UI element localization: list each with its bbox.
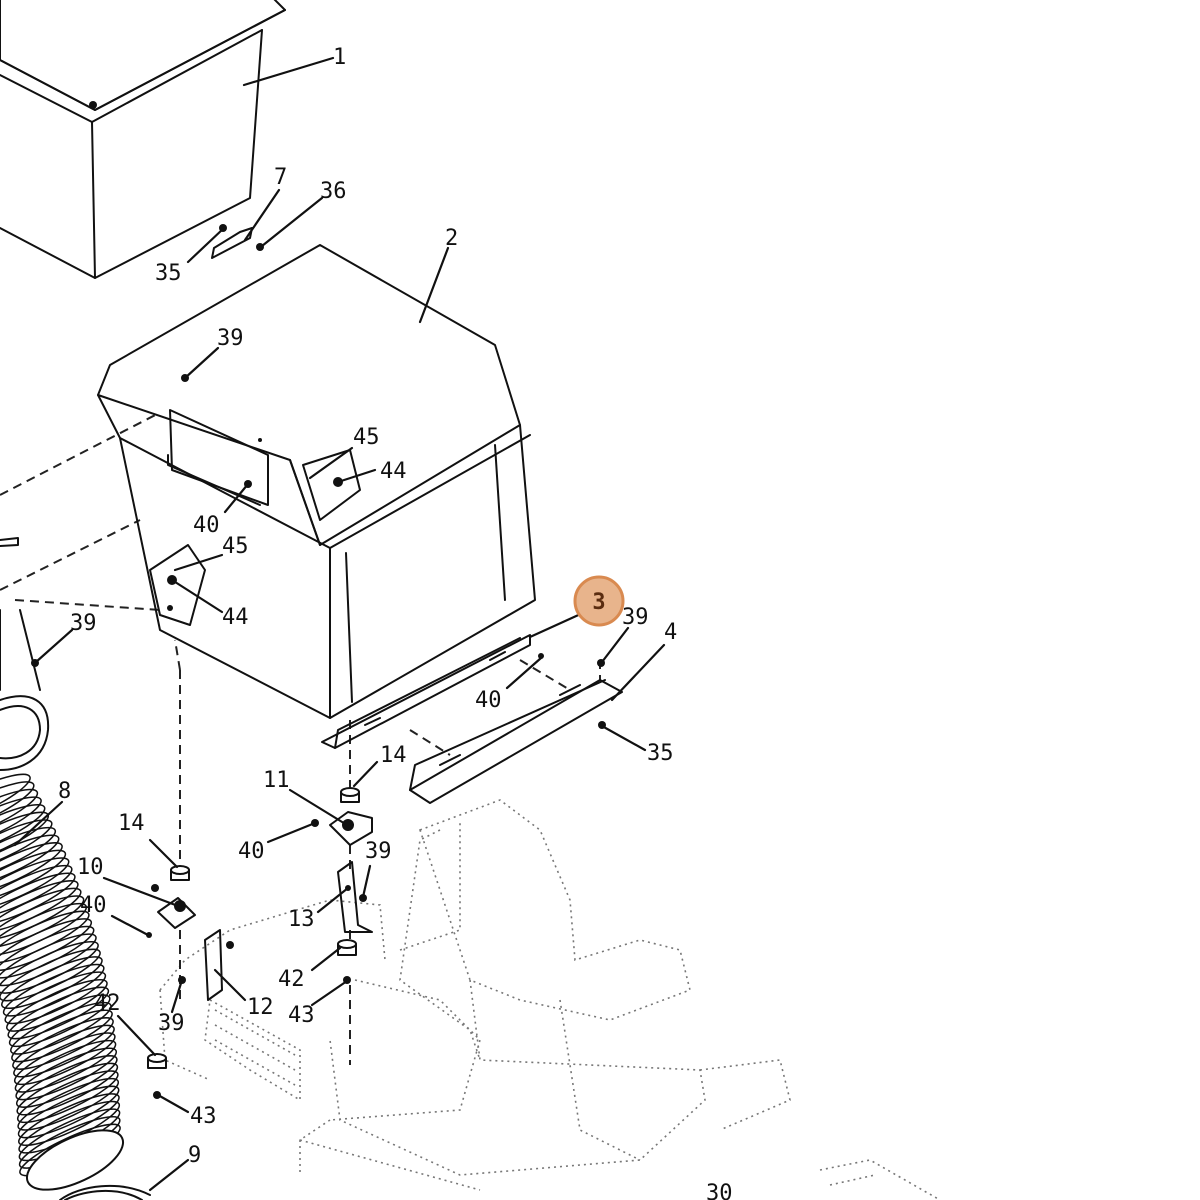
- part-label-39: 39: [158, 1011, 185, 1036]
- bracket-12: [178, 929, 234, 1001]
- chute-tube: [0, 537, 50, 771]
- part-label-9: 9: [188, 1143, 201, 1168]
- hose-ridge: [0, 796, 42, 850]
- part-label-1: 1: [333, 45, 346, 70]
- hose-ridge: [0, 940, 99, 994]
- hose-ridge: [0, 933, 97, 987]
- bracket-7: [211, 224, 264, 259]
- hose-ridge: [0, 842, 63, 895]
- hose-ridge: [16, 1070, 119, 1124]
- hose-ridge: [10, 1001, 112, 1055]
- hose-ridge: [2, 963, 105, 1017]
- hose-ridge: [17, 1077, 120, 1131]
- part-label-40: 40: [238, 839, 265, 864]
- hopper-tub: [0, 0, 286, 279]
- hose-ridge: [18, 1093, 120, 1147]
- part-label-40: 40: [80, 893, 107, 918]
- hose-ridge: [15, 1047, 118, 1101]
- part-label-30: 30: [706, 1181, 733, 1200]
- hose-ridge: [0, 834, 60, 888]
- pad-42-left: [147, 1053, 167, 1099]
- part-label-43: 43: [190, 1104, 217, 1129]
- mount-10: [146, 865, 196, 938]
- hose-ridge: [13, 1024, 115, 1078]
- hose-end: [25, 1129, 125, 1191]
- hose-ridge: [7, 986, 110, 1040]
- hose-ridge: [0, 781, 35, 835]
- angle-bracket-4: [409, 653, 623, 804]
- hose-ridge: [0, 803, 46, 857]
- part-label-42: 42: [94, 991, 121, 1016]
- highlight-callout-part-3[interactable]: 3: [573, 575, 625, 627]
- part-label-40: 40: [193, 513, 220, 538]
- part-label-44: 44: [222, 605, 249, 630]
- part-label-39: 39: [217, 326, 244, 351]
- main-housing: [97, 244, 536, 719]
- hose-ridge: [13, 1032, 116, 1086]
- hose-ridge: [15, 1055, 118, 1108]
- part-label-42: 42: [278, 967, 305, 992]
- hose-ridge: [11, 1009, 113, 1063]
- part-label-14: 14: [380, 743, 407, 768]
- part-label-45: 45: [353, 425, 380, 450]
- hose-ridge: [0, 819, 53, 873]
- hose-ridge: [0, 773, 31, 827]
- flex-hose-8: [0, 773, 125, 1191]
- hose-ridge: [0, 826, 57, 880]
- part-labels: 1 2 7 36 35 39 40 45 44 45 44 39 39 4 40…: [58, 45, 733, 1200]
- part-label-4: 4: [664, 620, 677, 645]
- hose-ridge: [12, 1017, 114, 1070]
- part-label-43: 43: [288, 1003, 315, 1028]
- part-label-11: 11: [263, 768, 290, 793]
- hose-ridge: [17, 1085, 120, 1139]
- part-label-39: 39: [70, 611, 97, 636]
- part-label-8: 8: [58, 779, 71, 804]
- part-label-12: 12: [247, 995, 274, 1020]
- hose-ridge: [16, 1062, 119, 1116]
- part-label-39: 39: [365, 839, 392, 864]
- part-label-14: 14: [118, 811, 145, 836]
- ring-clamp-9: [59, 1184, 151, 1200]
- part-label-13: 13: [288, 907, 315, 932]
- alignment-lines: [0, 409, 601, 1065]
- mount-11: [311, 787, 373, 846]
- flange-rail-3: [321, 634, 531, 749]
- hose-ridge: [0, 788, 39, 842]
- part-label-2: 2: [445, 226, 458, 251]
- part-label-35: 35: [155, 261, 182, 286]
- part-label-45: 45: [222, 534, 249, 559]
- hose-ridge: [14, 1039, 117, 1093]
- part-label-36: 36: [320, 179, 347, 204]
- part-label-10: 10: [77, 855, 104, 880]
- part-label-7: 7: [274, 165, 287, 190]
- hose-ridge: [8, 994, 111, 1048]
- part-label-44: 44: [380, 459, 407, 484]
- hose-ridge: [0, 948, 101, 1002]
- part-label-3-highlighted: 3: [592, 590, 605, 615]
- hose-ridge: [4, 971, 107, 1025]
- hose-ridge: [1, 956, 103, 1010]
- part-label-35: 35: [647, 741, 674, 766]
- leader-lines: [13, 56, 666, 1192]
- hose-ridge: [6, 978, 108, 1032]
- part-label-39: 39: [622, 605, 649, 630]
- mower-outline-dotted: [159, 799, 941, 1200]
- part-label-40: 40: [475, 688, 502, 713]
